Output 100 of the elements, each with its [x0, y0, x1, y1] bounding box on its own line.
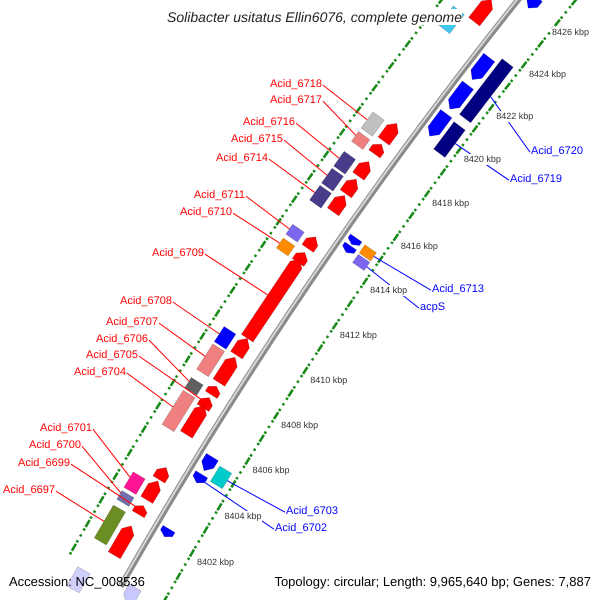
scale-label: 8406 kbp	[252, 465, 290, 476]
leader-line	[82, 446, 122, 494]
gene-pentagon	[204, 386, 220, 399]
leader-line	[92, 428, 130, 478]
gene-label: Acid_6699	[18, 457, 70, 470]
gene-block	[124, 471, 146, 495]
gene-block	[196, 343, 226, 378]
leader-line	[246, 196, 290, 230]
leader-line	[126, 372, 174, 408]
gene-pentagon	[378, 123, 399, 146]
gene-pentagon	[230, 338, 250, 360]
scale-label: 8402 kbp	[196, 556, 234, 568]
leader-line	[232, 212, 280, 244]
scale-label: 8416 kbp	[400, 241, 438, 252]
gene-block	[309, 184, 332, 209]
gene-label: Acid_6708	[120, 295, 172, 308]
gene-label: Acid_6705	[86, 349, 138, 362]
gene-pentagon	[470, 52, 496, 80]
gene-block	[214, 326, 236, 350]
scale-label: 8412 kbp	[340, 330, 377, 341]
gene-label: Acid_6717	[270, 94, 322, 107]
scale-label: 8408 kbp	[281, 420, 318, 431]
gene-block	[94, 504, 126, 546]
gene-pentagon	[526, 0, 543, 8]
leader-line	[296, 122, 340, 159]
leader-line	[284, 140, 328, 176]
leader-line	[226, 480, 286, 513]
info-text: Topology: circular; Length: 9,965,640 bp; Genes: 7,887	[274, 574, 591, 589]
gene-block	[116, 490, 134, 507]
gene-pentagon	[152, 467, 170, 484]
gene-pentagon	[240, 258, 302, 343]
gene-pentagon	[140, 480, 161, 504]
gene-label: Acid_6716	[243, 116, 295, 129]
gene-block	[459, 58, 514, 124]
gene-label: Acid_6718	[270, 78, 322, 91]
gene-pentagon	[348, 234, 362, 246]
gene-label: Acid_6704	[74, 366, 126, 379]
gene-pentagon	[302, 236, 318, 253]
scale-label: 8426 kbp	[552, 26, 590, 38]
scale-label: 8418 kbp	[432, 198, 470, 209]
gene-pentagon	[468, 0, 493, 26]
leader-line	[373, 256, 432, 291]
gene-label: acpS	[420, 301, 446, 314]
scale-label: 8404 kbp	[224, 510, 262, 522]
gene-pentagon	[196, 397, 213, 412]
gene-label: Acid_6703	[286, 505, 338, 518]
gene-block	[352, 254, 370, 271]
gene-pentagon	[132, 505, 148, 518]
leader-line	[268, 158, 316, 194]
gene-block	[184, 377, 204, 396]
gene-pentagon	[326, 195, 347, 216]
gene-pentagon	[201, 453, 219, 472]
scale-label: 8422 kbp	[496, 111, 534, 122]
gene-block	[276, 238, 296, 256]
info-text: Accession: NC_008536	[9, 574, 145, 589]
gene-label: Acid_6714	[216, 152, 268, 165]
gene-label: Acid_6711	[194, 189, 245, 202]
leader-line	[56, 490, 104, 522]
scale-label: 8414 kbp	[370, 285, 408, 296]
gene-block	[210, 466, 232, 490]
gene-block	[360, 111, 385, 137]
gene-pentagon	[368, 144, 384, 158]
gene-pentagon	[212, 356, 238, 387]
gene-pentagon	[342, 242, 357, 254]
gene-block	[433, 121, 466, 158]
leader-line	[148, 340, 190, 382]
gene-block	[358, 244, 377, 262]
gene-pentagon	[160, 525, 176, 538]
gene-label: Acid_6702	[275, 522, 327, 535]
gene-label: Acid_6713	[432, 283, 484, 296]
gene-block	[162, 390, 196, 432]
leader-line	[172, 302, 220, 334]
gene-pentagon	[428, 109, 452, 137]
gene-block	[321, 168, 344, 192]
gene-label: Acid_6700	[29, 439, 81, 452]
leader-line	[204, 254, 268, 296]
gene-label: Acid_6697	[3, 484, 55, 497]
gene-label: Acid_6719	[510, 173, 562, 186]
scale-label: 8424 kbp	[529, 68, 566, 80]
leader-line	[158, 322, 206, 357]
leader-line	[322, 100, 356, 136]
scale-label: 8410 kbp	[310, 374, 348, 386]
gene-block	[351, 131, 370, 150]
map-title: Solibacter usitatus Ellin6076, complete genome	[167, 9, 462, 25]
leader-line	[70, 464, 136, 507]
gene-pentagon	[448, 80, 474, 110]
leader-line	[322, 84, 368, 120]
gene-label: Acid_6706	[96, 333, 148, 346]
gene-block	[285, 224, 305, 243]
gene-label: Acid_6715	[231, 133, 283, 146]
gene-label: Acid_6720	[531, 145, 583, 158]
gene-label: Acid_6709	[152, 247, 204, 260]
gene-pentagon	[108, 526, 134, 560]
gene-pentagon	[340, 178, 358, 198]
gene-pentagon	[192, 470, 208, 484]
gene-label: Acid_6710	[180, 206, 232, 219]
scale-label: 8420 kbp	[464, 154, 501, 166]
leader-line	[138, 356, 201, 400]
gene-label: Acid_6707	[106, 316, 158, 329]
gene-label: Acid_6701	[40, 422, 92, 435]
